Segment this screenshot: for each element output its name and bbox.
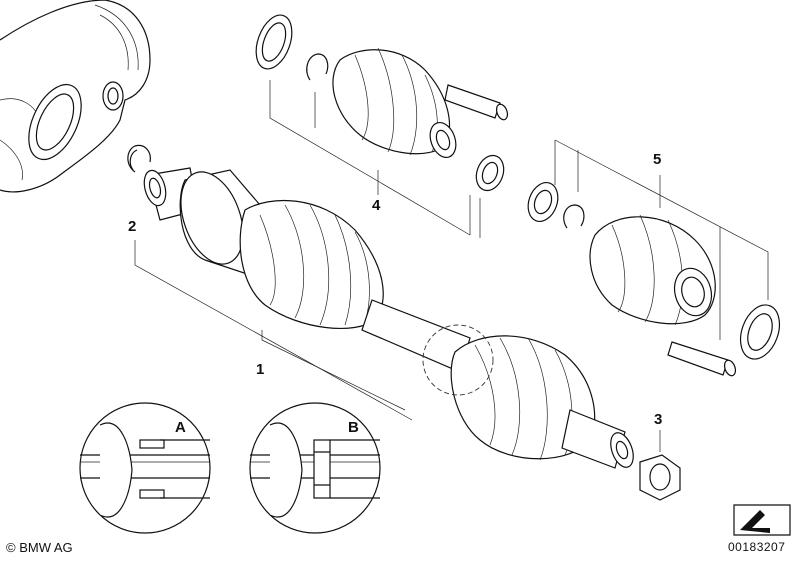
label-part-5: 5 — [653, 151, 662, 168]
drive-shaft-part-1 — [143, 167, 634, 469]
detail-b-view — [249, 402, 381, 534]
repair-kit-part-5 — [527, 182, 781, 377]
document-number: 00183207 — [728, 540, 786, 554]
leader-part-5 — [554, 139, 769, 340]
transmission-housing — [0, 0, 151, 193]
label-part-2: 2 — [128, 218, 137, 235]
copyright-text: © BMW AG — [6, 540, 73, 555]
hex-nut-part-3 — [639, 454, 681, 501]
label-part-1: 1 — [256, 361, 265, 378]
label-detail-b: B — [348, 419, 359, 436]
leader-part-1 — [261, 330, 406, 411]
repair-kit-part-4 — [255, 14, 509, 192]
housing-seal-ring — [102, 81, 124, 111]
leader-part-4 — [269, 80, 481, 238]
detail-a-view — [79, 402, 211, 534]
label-detail-a: A — [175, 419, 186, 436]
label-part-4: 4 — [372, 197, 381, 214]
label-part-3: 3 — [654, 411, 663, 428]
view-direction-icon — [733, 504, 791, 536]
circlip-part-2 — [127, 144, 151, 173]
